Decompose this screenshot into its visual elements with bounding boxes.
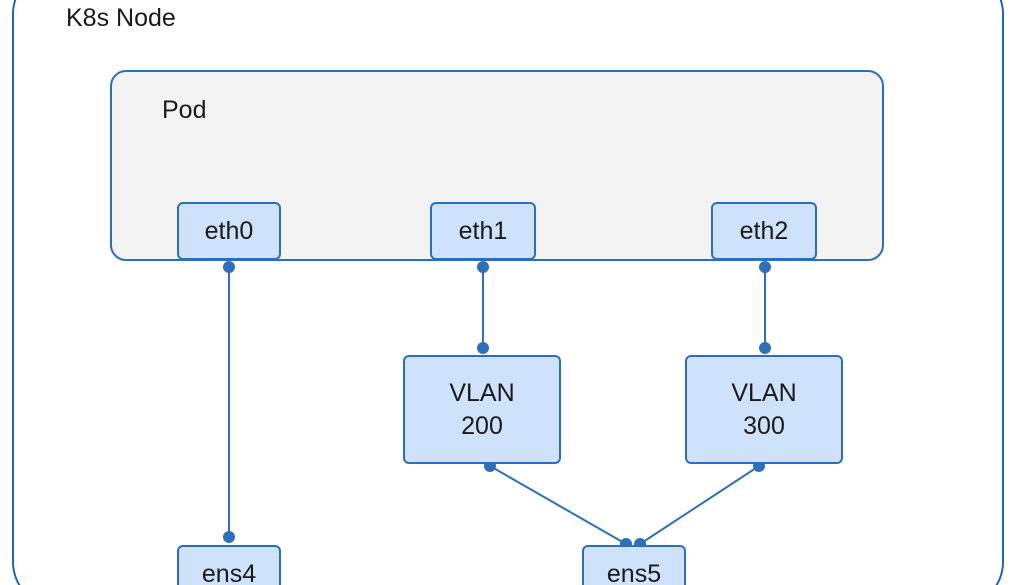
pod-label: Pod	[162, 96, 207, 124]
link-vlan300-ens5	[639, 465, 760, 545]
ens4-box: ens4	[177, 545, 281, 585]
k8s-node-label: K8s Node	[66, 4, 176, 32]
vlan-200-label-line1: VLAN	[449, 379, 515, 407]
ens5-box: ens5	[582, 545, 686, 585]
port-eth0	[223, 261, 235, 273]
eth0-box: eth0	[177, 202, 281, 260]
vlan-300-label-line2: 300	[743, 411, 785, 440]
link-vlan200-ens5	[489, 465, 627, 545]
port-ens4	[223, 531, 235, 543]
eth2-box: eth2	[711, 202, 817, 260]
eth0-label: eth0	[204, 216, 254, 245]
eth1-label: eth1	[458, 216, 508, 245]
vlan-300-label-line1: VLAN	[731, 379, 797, 407]
eth2-label: eth2	[739, 216, 789, 245]
k8s-node-frame	[12, 0, 1004, 585]
ens4-label: ens4	[201, 559, 257, 585]
port-eth1	[477, 261, 489, 273]
eth1-box: eth1	[430, 202, 536, 260]
vlan-200-label-line2: 200	[461, 411, 503, 440]
port-eth2	[759, 261, 771, 273]
port-vlan200-top	[477, 342, 489, 354]
port-vlan300-top	[759, 342, 771, 354]
ens5-label: ens5	[606, 559, 662, 585]
vlan-300-box: VLAN 300	[685, 355, 843, 464]
vlan-200-box: VLAN 200	[403, 355, 561, 464]
